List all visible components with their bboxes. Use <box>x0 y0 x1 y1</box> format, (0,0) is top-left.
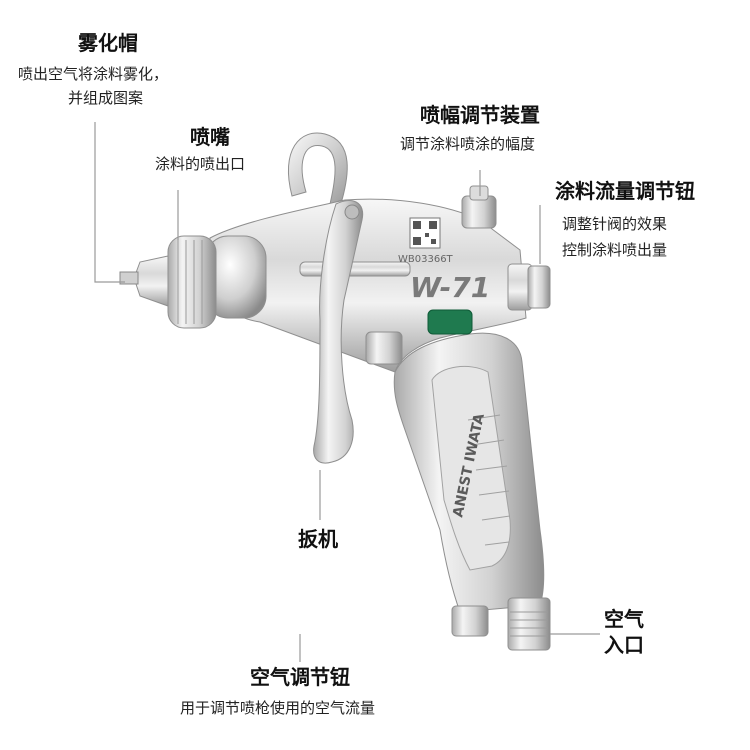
leader-atomizer-cap <box>94 122 125 283</box>
air-inlet-title-line1: 空气 <box>604 607 644 631</box>
atomizer-cap-desc-line1: 喷出空气将涂料雾化， <box>18 65 169 83</box>
fluid-flow-desc-line1: 调整针阀的效果 <box>562 215 668 233</box>
air-inlet-fitting <box>507 597 551 651</box>
spray-width-title: 喷幅调节装置 <box>420 103 540 127</box>
air-valve-nut <box>365 331 403 365</box>
leader-lines <box>94 122 600 662</box>
spray-width-adjuster <box>461 195 497 229</box>
air-cap <box>167 235 217 329</box>
green-badge <box>427 309 473 335</box>
grip-ridges <box>467 414 511 546</box>
atomizer-cap-title: 雾化帽 <box>78 31 138 55</box>
fluid-flow-title: 涂料流量调节钮 <box>555 179 695 203</box>
air-adjust-title: 空气调节钮 <box>250 665 350 689</box>
fluid-flow-knob <box>527 265 551 309</box>
nozzle-desc: 涂料的喷出口 <box>155 155 246 173</box>
hook <box>287 132 348 205</box>
trigger <box>313 200 364 464</box>
serial-marking: WB03366T <box>398 254 454 265</box>
air-cap-horns <box>133 255 169 307</box>
trigger-pivot <box>344 204 360 220</box>
nozzle-tip <box>119 271 139 285</box>
air-inlet-title-line2: 入口 <box>604 633 644 657</box>
model-marking: W-71 <box>410 271 490 304</box>
spray-width-desc: 调节涂料喷涂的幅度 <box>400 135 536 153</box>
air-adjust-knob <box>451 605 489 637</box>
air-adjust-desc: 用于调节喷枪使用的空气流量 <box>180 699 376 717</box>
air-cap-knurl <box>177 240 203 324</box>
fluid-flow-desc-line2: 控制涂料喷出量 <box>562 241 668 259</box>
air-inlet-threads <box>510 611 548 637</box>
atomizer-cap-desc-line2: 并组成图案 <box>68 89 144 107</box>
spray-width-adjuster-knob <box>469 185 489 201</box>
qr-mark <box>409 217 441 249</box>
needle-rod <box>299 261 411 277</box>
trigger-title: 扳机 <box>298 527 338 551</box>
nozzle-title: 喷嘴 <box>190 125 230 149</box>
